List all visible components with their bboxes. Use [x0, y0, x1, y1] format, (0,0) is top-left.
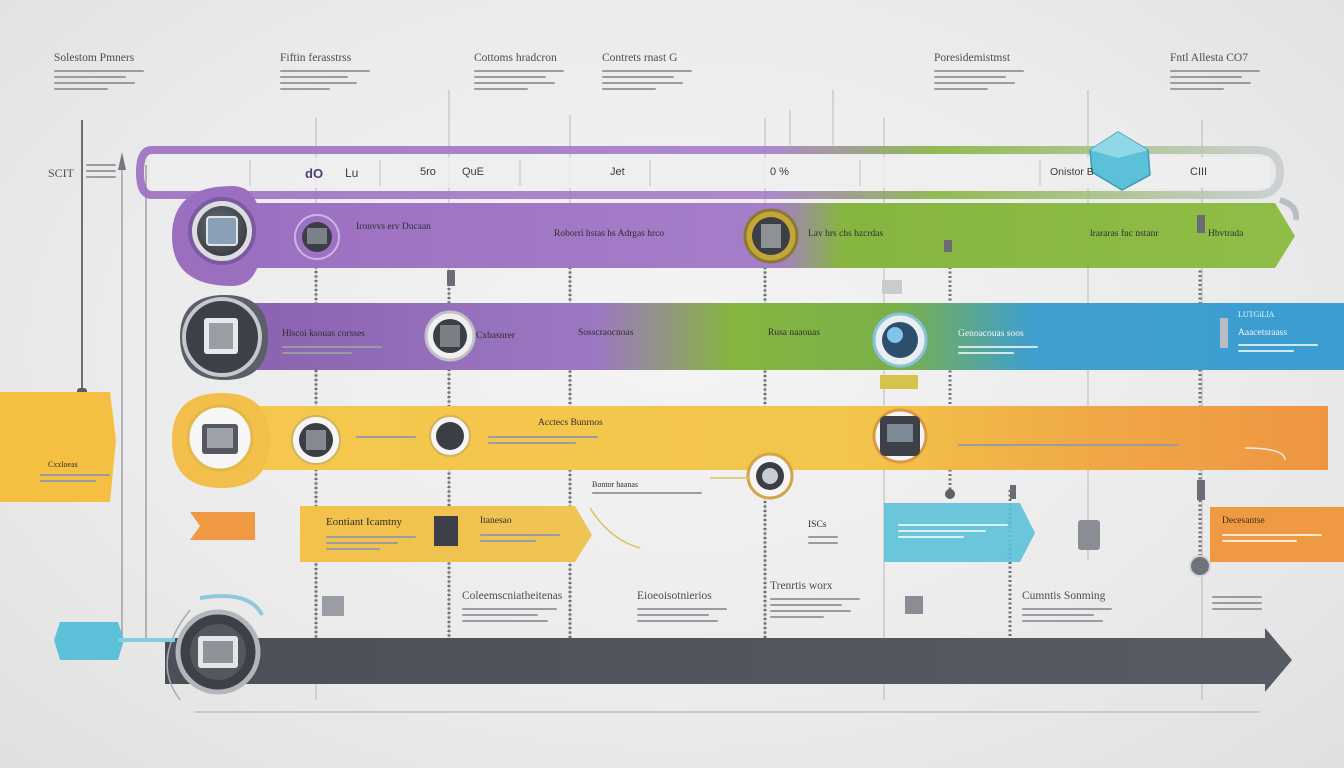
row2-label-d: Rusa naaouas — [768, 328, 820, 338]
header-desc-5 — [934, 66, 1024, 94]
top-band-item-6: 0 % — [770, 166, 789, 178]
row2-label-e: Genoacouas soos — [958, 329, 1024, 339]
top-band-item-4: QuE — [462, 166, 484, 178]
row3-desc-d — [958, 440, 1178, 450]
row2-desc-g — [1238, 340, 1318, 356]
sub-desc-b — [480, 530, 560, 546]
header-desc-4 — [602, 66, 692, 94]
top-band-item-2: Lu — [345, 166, 358, 180]
row1-label-c: Lav hrs chs hzcrdas — [808, 229, 883, 239]
header-desc-2 — [280, 66, 370, 94]
sub-desc-a — [326, 532, 416, 554]
header-title-4: Contrets rnast G — [602, 52, 677, 64]
left-yellow-desc — [40, 470, 110, 486]
left-marker: SCIT — [48, 166, 74, 181]
sub-label-a: Eontiant Icamtny — [326, 516, 402, 528]
header-title-2: Fiftin ferasstrss — [280, 52, 351, 64]
row2-label-a: Hlscoi ksouas corsses — [282, 329, 365, 339]
sub-label-d: ISCs — [808, 520, 826, 530]
header-desc-1 — [54, 66, 144, 94]
top-band-item-1: dO — [305, 166, 323, 181]
bottom-title-1: Coleemscniatheitenas — [462, 590, 562, 602]
bottom-title-4: Cumntis Sonming — [1022, 590, 1105, 602]
row2-desc-a — [282, 342, 382, 358]
row2-label-f: LUTGiLlA — [1238, 310, 1274, 319]
sub-desc-d — [808, 532, 838, 548]
header-desc-3 — [474, 66, 564, 94]
top-band-item-7: Onistor B — [1050, 166, 1094, 178]
bottom-desc-4 — [1022, 604, 1112, 626]
header-title-1: Solestom Pmners — [54, 52, 134, 64]
top-band-item-3: 5ro — [420, 166, 436, 178]
bottom-title-2: Eioeoisotnierios — [637, 590, 712, 602]
row3-desc-b — [356, 432, 416, 442]
header-title-6: Fntl Allesta CO7 — [1170, 52, 1248, 64]
cyan-box-desc — [898, 520, 1008, 542]
row2-label-b: Cxbasnrer — [476, 331, 515, 341]
row2-desc-e — [958, 342, 1038, 358]
top-band-item-8: CIII — [1190, 166, 1207, 178]
sub-label-b: Itanesao — [480, 516, 512, 526]
bottom-desc-3 — [770, 594, 860, 622]
bottom-desc-2 — [637, 604, 727, 626]
header-desc-6 — [1170, 66, 1260, 94]
sub-desc-c — [1222, 530, 1322, 546]
sub-row — [300, 454, 1344, 576]
row3-label-b: Cxxloeas — [48, 460, 78, 469]
row3-desc-c — [592, 488, 702, 498]
left-marker-desc — [86, 160, 116, 182]
left-pole — [77, 120, 146, 640]
row1-label-a: Ironvvs erv Ducaan — [356, 222, 431, 232]
bottom-left-desc — [1212, 592, 1262, 614]
header-title-5: Poresidemistmst — [934, 52, 1010, 64]
row1-label-e: Hbvtrada — [1208, 229, 1243, 239]
row1-label-b: Roborri hstas hs Adrgas hrco — [554, 229, 664, 239]
row2-label-g: Aaacetsraass — [1238, 328, 1287, 338]
bottom-desc-1 — [462, 604, 557, 626]
row1-label-d: lrararas fuc nstanr — [1090, 229, 1159, 239]
row3-desc-a — [488, 432, 598, 448]
top-band-item-5: Jet — [610, 166, 625, 178]
sub-label-c: Decesantse — [1222, 516, 1265, 526]
row2-label-c: Sosscraocnoas — [578, 328, 633, 338]
bottom-title-3: Trenrtis worx — [770, 580, 833, 592]
header-title-3: Cottoms hradcron — [474, 52, 557, 64]
row3-label-a: Acctecs Bunrnos — [538, 418, 603, 428]
